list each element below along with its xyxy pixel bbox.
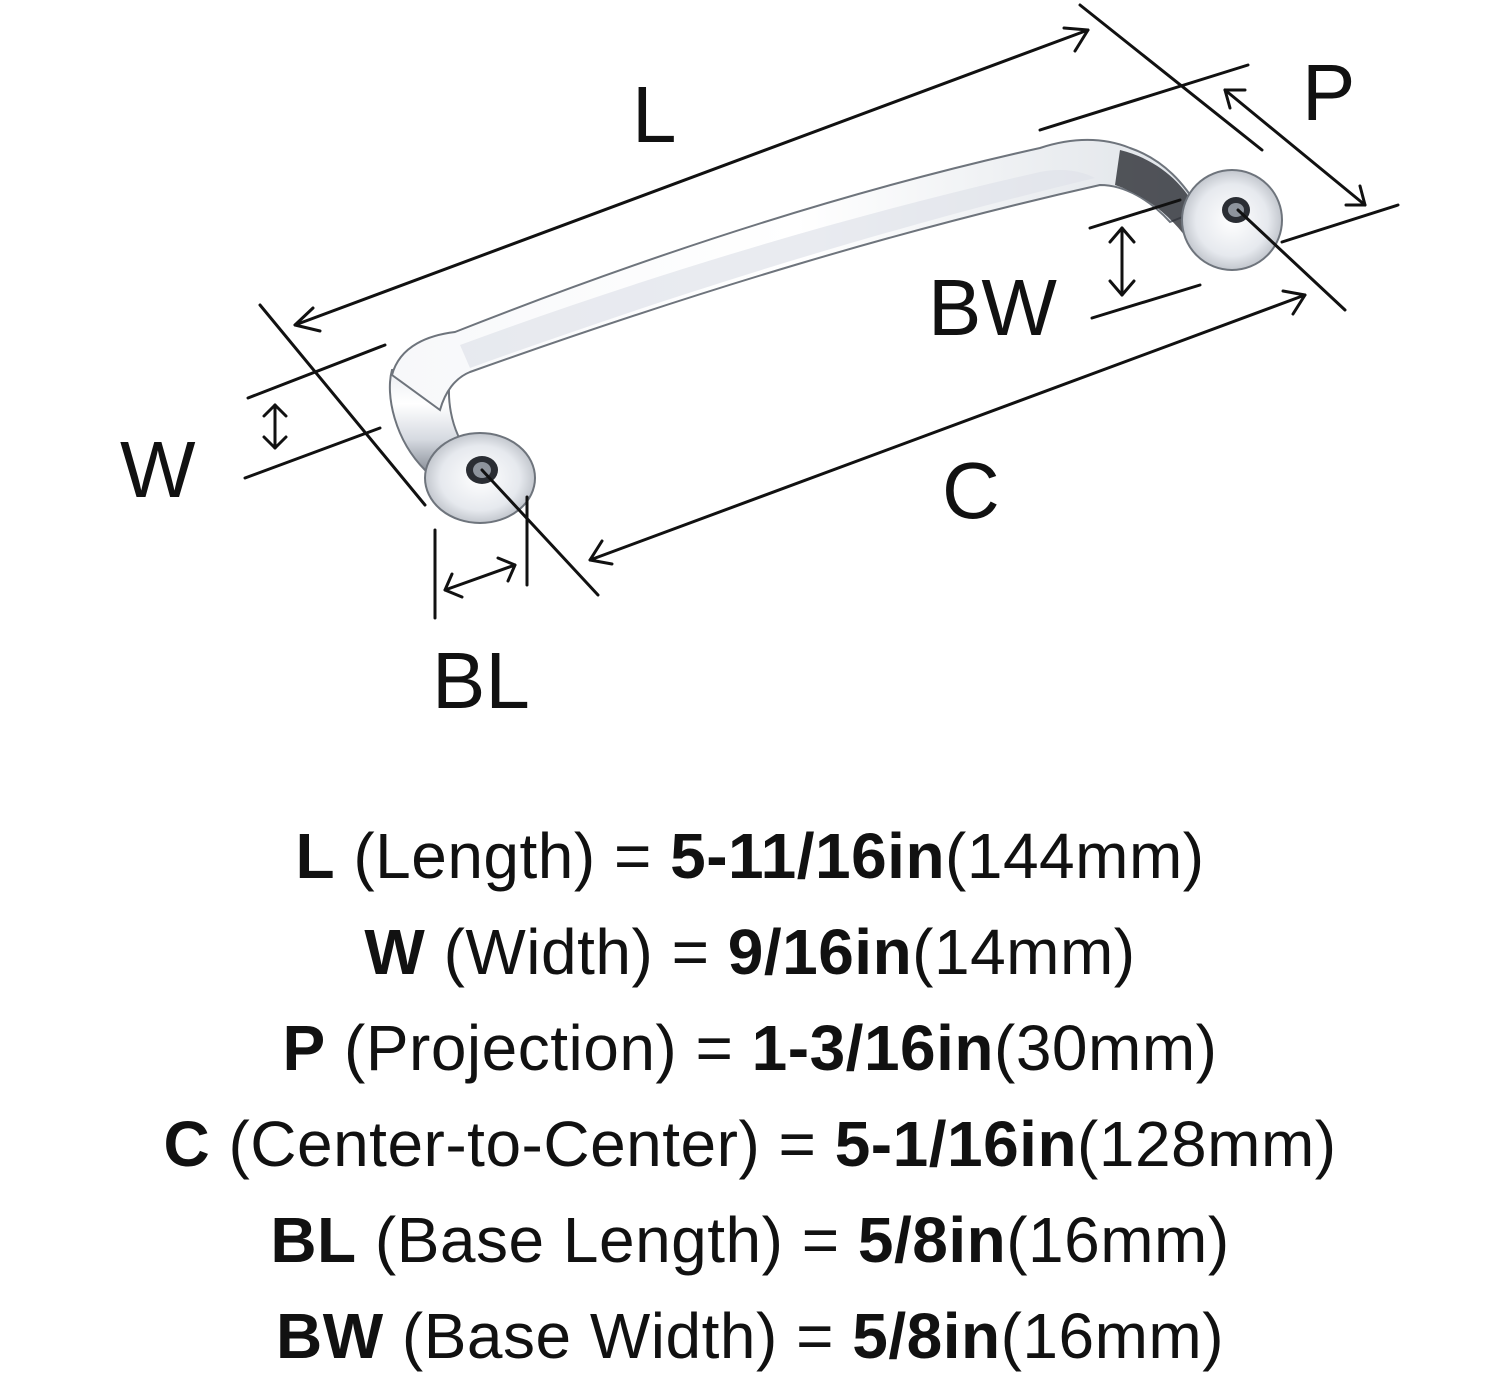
spec-code: P <box>282 1012 326 1084</box>
spec-metric: (30mm) <box>994 1012 1218 1084</box>
spec-code: C <box>163 1108 211 1180</box>
spec-row-length: L (Length) = 5-11/16in(144mm) <box>0 808 1500 904</box>
spec-value: 5-11/16in <box>670 820 946 892</box>
spec-name: (Base Length) <box>374 1204 784 1276</box>
spec-equals: = <box>796 1300 834 1372</box>
spec-metric: (14mm) <box>912 916 1136 988</box>
spec-row-width: W (Width) = 9/16in(14mm) <box>0 904 1500 1000</box>
spec-metric: (144mm) <box>945 820 1205 892</box>
spec-code: BW <box>276 1300 384 1372</box>
spec-code: BL <box>270 1204 357 1276</box>
spec-row-base-length: BL (Base Length) = 5/8in(16mm) <box>0 1192 1500 1288</box>
spec-value: 9/16in <box>727 916 913 988</box>
dimension-projection <box>1038 63 1400 244</box>
dimension-base-length <box>433 495 529 620</box>
spec-row-base-width: BW (Base Width) = 5/8in(16mm) <box>0 1288 1500 1384</box>
spec-metric: (16mm) <box>1006 1204 1230 1276</box>
spec-value: 5-1/16in <box>834 1108 1078 1180</box>
spec-equals: = <box>801 1204 840 1276</box>
spec-value: 5/8in <box>857 1204 1007 1276</box>
spec-code: L <box>295 820 336 892</box>
spec-name: (Projection) <box>344 1012 678 1084</box>
label-c: C <box>942 446 1000 535</box>
spec-name: (Center-to-Center) <box>228 1108 761 1180</box>
label-bw: BW <box>928 263 1057 352</box>
spec-name: (Width) <box>443 916 654 988</box>
handle-image <box>388 139 1283 524</box>
spec-metric: (128mm) <box>1077 1108 1337 1180</box>
dimension-width <box>243 343 387 480</box>
spec-equals: = <box>778 1108 817 1180</box>
dimension-length <box>258 3 1264 507</box>
spec-equals: = <box>671 916 710 988</box>
spec-equals: = <box>613 820 652 892</box>
spec-name: (Length) <box>353 820 596 892</box>
spec-row-center-to-center: C (Center-to-Center) = 5-1/16in(128mm) <box>0 1096 1500 1192</box>
label-bl: BL <box>432 636 530 725</box>
dimension-center-to-center <box>480 289 1307 597</box>
label-p: P <box>1302 48 1355 137</box>
dimension-base-width <box>1088 198 1347 320</box>
spec-equals: = <box>695 1012 734 1084</box>
spec-name: (Base Width) <box>401 1300 778 1372</box>
label-w: W <box>120 425 196 514</box>
dimension-diagram: L P BW W C BL <box>120 3 1400 725</box>
spec-list: L (Length) = 5-11/16in(144mm) W (Width) … <box>0 808 1500 1384</box>
spec-metric: (16mm) <box>1000 1300 1224 1372</box>
spec-value: 1-3/16in <box>751 1012 995 1084</box>
spec-code: W <box>364 916 426 988</box>
label-l: L <box>632 70 677 159</box>
spec-row-projection: P (Projection) = 1-3/16in(30mm) <box>0 1000 1500 1096</box>
spec-value: 5/8in <box>852 1300 1001 1372</box>
